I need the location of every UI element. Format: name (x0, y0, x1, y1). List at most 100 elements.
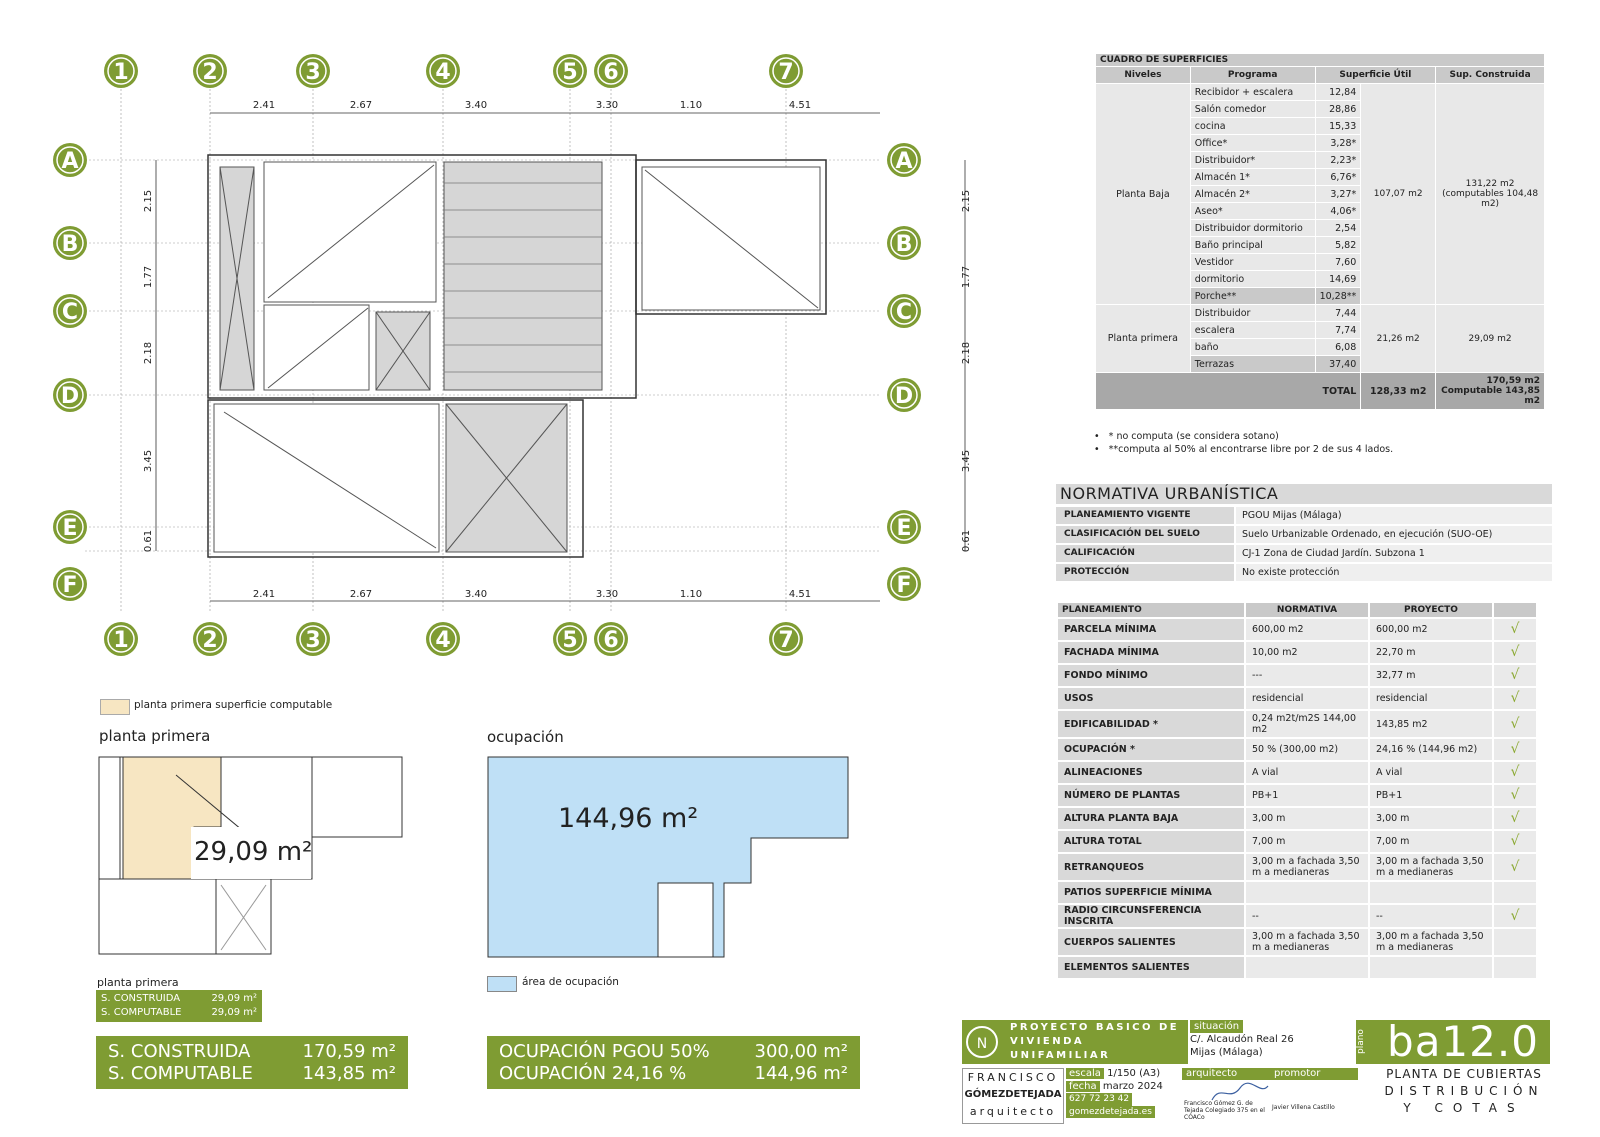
useful-area: 6,76* (1315, 169, 1361, 185)
useful-area: 7,60 (1315, 254, 1361, 270)
axis-col-top-label: 7 (778, 60, 793, 85)
situacion-label: situación (1190, 1020, 1244, 1033)
check-icon: √ (1494, 619, 1536, 640)
normativa-key: CALIFICACIÓN (1056, 545, 1234, 562)
ocupacion-totals-box: OCUPACIÓN PGOU 50%300,00 m² OCUPACIÓN 24… (487, 1036, 860, 1089)
plan-normativa: 600,00 m2 (1246, 619, 1368, 640)
axis-row-left-label: C (62, 300, 78, 325)
check-icon (1494, 929, 1536, 955)
row-dimension: 2.18 (961, 342, 972, 364)
plan-proyecto: 22,70 m (1370, 642, 1492, 663)
axis-row-left-bubble-ring (56, 513, 84, 541)
escala-block: escala 1/150 (A3) fecha marzo 2024 627 7… (1066, 1068, 1178, 1118)
signature-scribble (1211, 1082, 1269, 1101)
check-icon (1494, 957, 1536, 978)
plan-proyecto: A vial (1370, 762, 1492, 783)
plan-key: ALINEACIONES (1058, 762, 1244, 783)
plan-proyecto (1370, 882, 1492, 903)
useful-area: 4,06* (1315, 203, 1361, 219)
axis-col-top-bubble-ring (299, 57, 327, 85)
col-dimension: 3.40 (465, 589, 487, 600)
plan-proyecto (1370, 957, 1492, 978)
plan-key: RADIO CIRCUNSFERENCIA INSCRITA (1058, 905, 1244, 927)
check-icon: √ (1494, 785, 1536, 806)
check-icon: √ (1494, 665, 1536, 686)
axis-col-bottom-bubble-ring (597, 625, 625, 653)
axis-row-left-label: D (61, 384, 79, 409)
level-useful-total: 107,07 m2 (1361, 84, 1436, 304)
axis-row-right-bubble-ring (890, 229, 918, 257)
plan-key: NÚMERO DE PLANTAS (1058, 785, 1244, 806)
legend-swatch-beige (100, 699, 130, 715)
axis-col-top-bubble (594, 54, 628, 88)
useful-area: 2,54 (1315, 220, 1361, 236)
plan-proyecto: 3,00 m a fachada 3,50 m a medianeras (1370, 929, 1492, 955)
surfaces-title: CUADRO DE SUPERFICIES (1096, 54, 1544, 66)
planeamiento-row: ELEMENTOS SALIENTES (1058, 957, 1536, 978)
plan-key: PATIOS SUPERFICIE MÍNIMA (1058, 882, 1244, 903)
address-line: C/. Alcaudón Real 26 (1190, 1034, 1294, 1045)
plan-key: EDIFICABILIDAD * (1058, 711, 1244, 737)
axis-col-top-bubble-ring (107, 57, 135, 85)
level-built-total: 131,22 m2 (computables 104,48 m2) (1436, 84, 1544, 304)
axis-row-right-bubble (887, 510, 921, 544)
axis-row-left-bubble-ring (56, 297, 84, 325)
check-icon: √ (1494, 831, 1536, 852)
axis-row-left-bubble (53, 294, 87, 328)
axis-row-right-bubble (887, 294, 921, 328)
plan-key: ALTURA TOTAL (1058, 831, 1244, 852)
fecha-label: fecha (1066, 1080, 1100, 1092)
program-name: Distribuidor dormitorio (1190, 220, 1315, 236)
axis-row-right-bubble-ring (890, 146, 918, 174)
plan-key: ELEMENTOS SALIENTES (1058, 957, 1244, 978)
axis-row-left-label: B (62, 232, 79, 257)
planta-primera-title: planta primera (99, 727, 211, 745)
plan-key: USOS (1058, 688, 1244, 709)
row-dimension: 2.15 (961, 190, 972, 212)
axis-row-left-label: A (61, 149, 78, 174)
plan-proyecto: 32,77 m (1370, 665, 1492, 686)
check-icon: √ (1494, 808, 1536, 829)
axis-row-right-bubble (887, 143, 921, 177)
axis-row-right-label: E (896, 516, 911, 541)
surface-row: Almacén 1*6,76* (1096, 169, 1544, 185)
plan-title: PLANTA DE CUBIERTAS DISTRIBUCIÓN Y COTAS (1384, 1067, 1544, 1115)
axis-col-bottom-bubble (426, 622, 460, 656)
col-dimension: 1.10 (680, 589, 702, 600)
col-dimension: 1.10 (680, 100, 702, 111)
plan-normativa: 3,00 m a fachada 3,50 m a medianeras (1246, 929, 1368, 955)
program-name: Office* (1190, 135, 1315, 151)
axis-col-top-label: 6 (603, 60, 618, 85)
axis-row-left-bubble-ring (56, 570, 84, 598)
total-built: 170,59 m2 Computable 143,85 m2 (1436, 373, 1544, 409)
program-name: escalera (1190, 322, 1315, 338)
program-name: Terrazas (1190, 356, 1315, 372)
plan-key: ALTURA PLANTA BAJA (1058, 808, 1244, 829)
useful-area: 37,40 (1315, 356, 1361, 372)
axis-row-left-bubble (53, 143, 87, 177)
axis-row-right-bubble-ring (890, 381, 918, 409)
axis-col-bottom-label: 2 (202, 628, 217, 653)
useful-area: 5,82 (1315, 237, 1361, 253)
plan-header: PLANEAMIENTO (1058, 603, 1244, 617)
col-dimension: 3.40 (465, 100, 487, 111)
program-name: Salón comedor (1190, 101, 1315, 117)
plan-normativa (1246, 957, 1368, 978)
